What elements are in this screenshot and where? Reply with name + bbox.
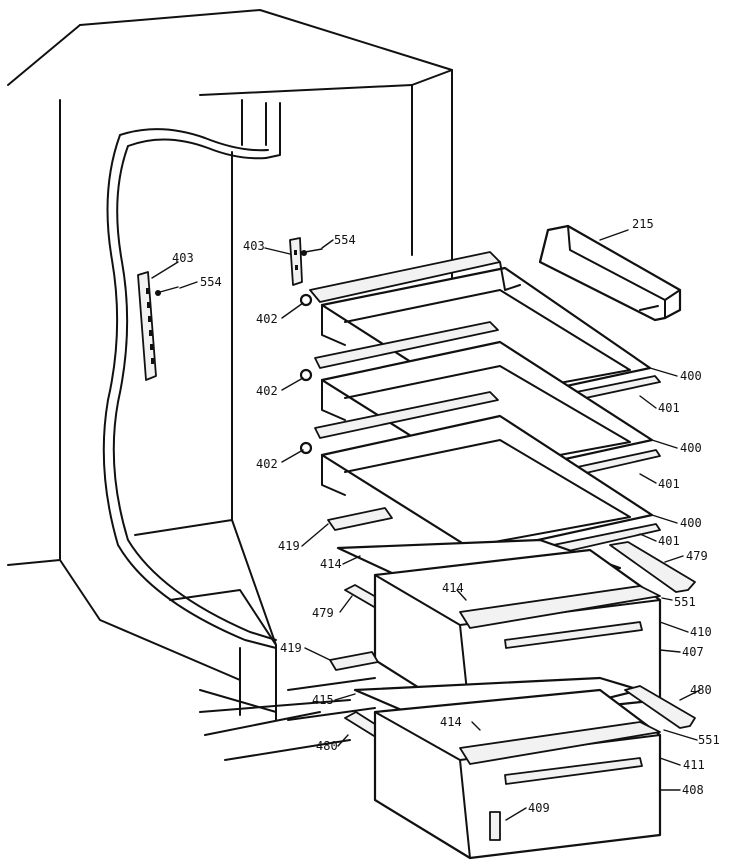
screw-554-left xyxy=(155,286,179,296)
label-479-right: 479 xyxy=(686,549,708,563)
label-414-lower: 414 xyxy=(440,715,462,729)
label-402-middle: 402 xyxy=(256,384,278,398)
slide-rail-480-right xyxy=(624,685,696,729)
label-408: 408 xyxy=(682,783,704,797)
label-551-upper: 551 xyxy=(674,595,696,609)
label-215: 215 xyxy=(632,217,654,231)
shelf-support-403-left xyxy=(137,271,157,381)
label-411: 411 xyxy=(683,758,705,772)
label-403-left: 403 xyxy=(172,251,194,265)
label-479-left: 479 xyxy=(312,606,334,620)
label-401-lower: 401 xyxy=(658,534,680,548)
door-bin-215 xyxy=(538,224,682,322)
label-414-upper-left: 414 xyxy=(320,557,342,571)
label-403-right: 403 xyxy=(243,239,265,253)
label-554-left: 554 xyxy=(200,275,222,289)
label-414-upper: 414 xyxy=(442,581,464,595)
label-415: 415 xyxy=(312,693,334,707)
label-409: 409 xyxy=(528,801,550,815)
label-400-lower: 400 xyxy=(680,516,702,530)
label-407: 407 xyxy=(682,645,704,659)
label-401-top: 401 xyxy=(658,401,680,415)
pan-408 xyxy=(373,688,662,860)
label-400-middle: 400 xyxy=(680,441,702,455)
screw-554-right xyxy=(301,248,323,256)
label-410: 410 xyxy=(690,625,712,639)
label-551-lower: 551 xyxy=(698,733,720,747)
slide-rail-479-right xyxy=(609,541,696,593)
label-419-upper: 419 xyxy=(278,539,300,553)
label-419-lower: 419 xyxy=(280,641,302,655)
label-400-top: 400 xyxy=(680,369,702,383)
label-480-left: 480 xyxy=(316,739,338,753)
label-402-top: 402 xyxy=(256,312,278,326)
label-480-right: 480 xyxy=(690,683,712,697)
label-401-middle: 401 xyxy=(658,477,680,491)
slide-rail-419-upper xyxy=(327,507,393,531)
cabinet-outline xyxy=(7,9,453,761)
leader-lines xyxy=(151,229,701,821)
slide-rail-419-lower xyxy=(329,651,379,671)
label-554-right: 554 xyxy=(334,233,356,247)
door-gasket-cutaway xyxy=(102,128,277,649)
part-labels: 215 403 554 403 554 402 402 402 400 401 … xyxy=(172,217,720,815)
shelf-support-403-right xyxy=(289,237,303,286)
label-402-lower: 402 xyxy=(256,457,278,471)
